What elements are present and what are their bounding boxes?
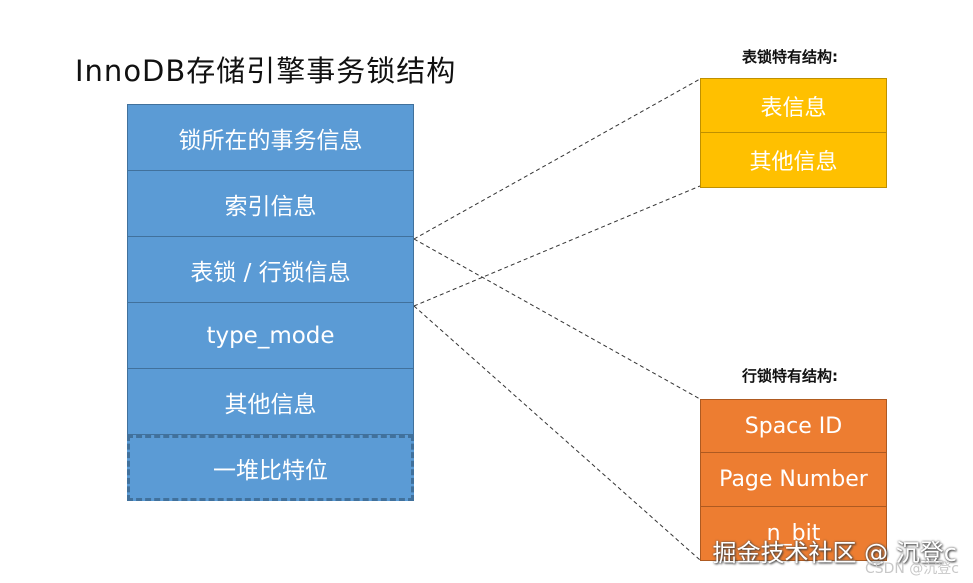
row-lock-cell-n-bit: n_bit xyxy=(700,507,887,561)
connector-table-top xyxy=(413,78,701,240)
watermark: 掘金技术社区 @ 沉登c xyxy=(712,539,957,567)
table-lock-box: 表信息 其他信息 xyxy=(700,78,887,188)
table-lock-cell-table-info: 表信息 xyxy=(700,78,887,133)
row-lock-box: Space ID Page Number n_bit xyxy=(700,399,887,561)
row-lock-label: 行锁特有结构: xyxy=(742,367,838,385)
cell-other-info: 其他信息 xyxy=(127,369,414,435)
cell-index-info: 索引信息 xyxy=(127,171,414,237)
diagram-title: InnoDB存储引擎事务锁结构 xyxy=(75,54,457,88)
watermark-small: CSDN @沉登c xyxy=(864,561,959,577)
cell-table-row-lock-info: 表锁 / 行锁信息 xyxy=(127,237,414,303)
cell-type-mode: type_mode xyxy=(127,303,414,369)
lock-struct-box: 锁所在的事务信息 索引信息 表锁 / 行锁信息 type_mode 其他信息 一… xyxy=(127,104,414,501)
cell-bits: 一堆比特位 xyxy=(127,435,414,501)
row-lock-cell-page-number: Page Number xyxy=(700,453,887,507)
table-lock-label: 表锁特有结构: xyxy=(742,48,838,66)
connector-row-bottom xyxy=(413,305,701,561)
row-lock-cell-space-id: Space ID xyxy=(700,399,887,453)
table-lock-cell-other-info: 其他信息 xyxy=(700,133,887,188)
connector-table-bottom xyxy=(413,185,701,307)
cell-transaction-info: 锁所在的事务信息 xyxy=(127,104,414,171)
connector-row-top xyxy=(413,238,701,400)
